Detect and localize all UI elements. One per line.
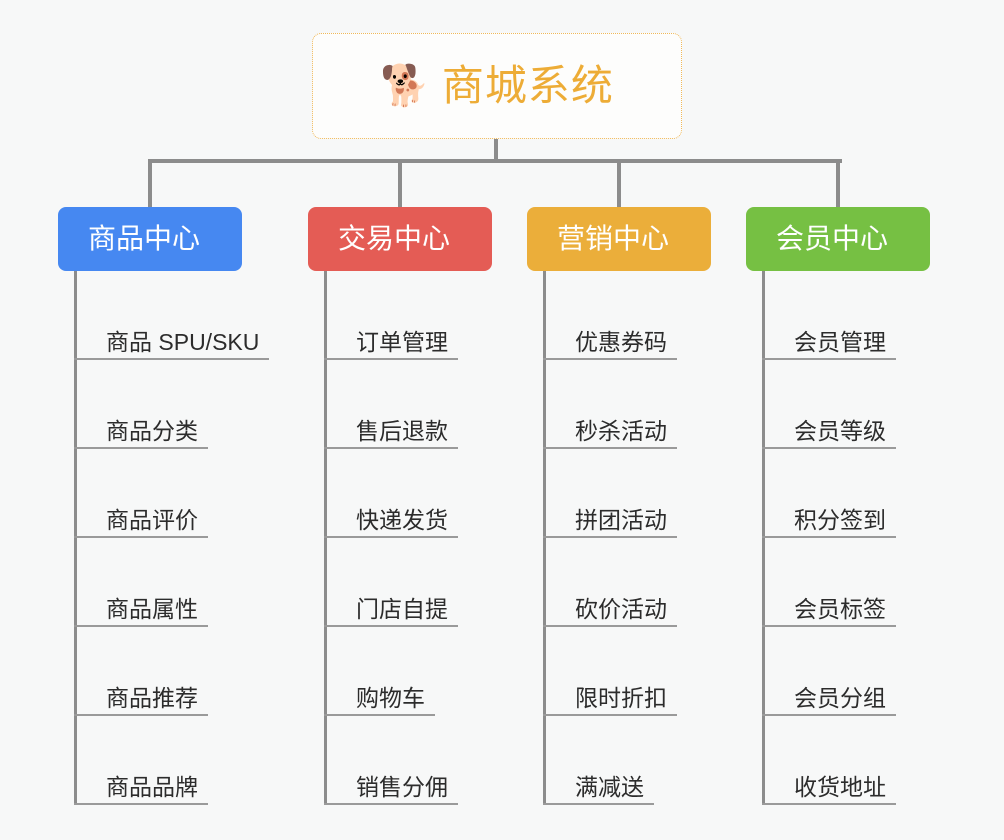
list-item[interactable]: 优惠券码 <box>543 271 677 360</box>
list-item-underline <box>543 714 677 716</box>
branch-items-product: 商品 SPU/SKU 商品分类 商品评价 商品属性 商品推荐 商品品牌 <box>74 271 269 805</box>
list-item-label: 订单管理 <box>356 328 448 355</box>
branch-header-product[interactable]: 商品中心 <box>58 207 242 271</box>
root-node[interactable]: 🐕 商城系统 <box>312 33 682 139</box>
branch-header-member[interactable]: 会员中心 <box>746 207 930 271</box>
list-item[interactable]: 销售分佣 <box>324 716 458 805</box>
list-item-label: 商品分类 <box>106 417 198 444</box>
list-item-underline <box>762 714 896 716</box>
list-item-underline <box>74 625 208 627</box>
list-item-underline <box>74 358 269 360</box>
list-item-underline <box>762 447 896 449</box>
list-item-label: 优惠券码 <box>575 328 667 355</box>
list-item-label: 商品评价 <box>106 506 198 533</box>
branch-header-label: 交易中心 <box>338 223 451 254</box>
list-item-label: 快递发货 <box>356 506 448 533</box>
branch-header-marketing[interactable]: 营销中心 <box>527 207 711 271</box>
list-item-label: 商品推荐 <box>106 684 198 711</box>
list-item[interactable]: 会员标签 <box>762 538 896 627</box>
list-item[interactable]: 收货地址 <box>762 716 896 805</box>
list-item-label: 满减送 <box>575 773 644 800</box>
list-item-underline <box>324 358 458 360</box>
list-item[interactable]: 会员等级 <box>762 360 896 449</box>
list-item-label: 收货地址 <box>794 773 886 800</box>
list-item[interactable]: 满减送 <box>543 716 667 805</box>
list-item[interactable]: 秒杀活动 <box>543 360 677 449</box>
list-item[interactable]: 会员分组 <box>762 627 896 716</box>
list-item-label: 商品 SPU/SKU <box>106 328 260 355</box>
list-item-underline <box>762 803 896 805</box>
connector-root-stub <box>494 139 498 162</box>
connector-drop-branch-3 <box>617 159 621 207</box>
list-item-underline <box>762 536 896 538</box>
branch-trunk <box>543 271 546 805</box>
list-item-label: 商品品牌 <box>106 773 198 800</box>
list-item-underline <box>74 536 208 538</box>
list-item-label: 拼团活动 <box>575 506 667 533</box>
list-item-label: 秒杀活动 <box>575 417 667 444</box>
list-item-underline <box>324 536 458 538</box>
shiba-dog-face-icon: 🐕 <box>380 64 430 108</box>
list-item-label: 销售分佣 <box>356 773 448 800</box>
branch-trunk <box>762 271 765 805</box>
list-item-label: 会员等级 <box>794 417 886 444</box>
list-item-underline <box>543 358 677 360</box>
list-item[interactable]: 商品分类 <box>74 360 259 449</box>
list-item-underline <box>762 625 896 627</box>
branch-header-label: 营销中心 <box>557 223 670 254</box>
list-item-label: 商品属性 <box>106 595 198 622</box>
list-item-underline <box>762 358 896 360</box>
branch-header-label: 商品中心 <box>88 223 201 254</box>
root-node-title: 商城系统 <box>441 62 614 109</box>
list-item-label: 会员管理 <box>794 328 886 355</box>
list-item-label: 积分签到 <box>794 506 886 533</box>
list-item-label: 购物车 <box>356 684 425 711</box>
list-item-label: 会员标签 <box>794 595 886 622</box>
list-item[interactable]: 快递发货 <box>324 449 458 538</box>
list-item-underline <box>324 447 458 449</box>
list-item[interactable]: 限时折扣 <box>543 627 677 716</box>
connector-drop-branch-1 <box>148 159 152 207</box>
list-item[interactable]: 门店自提 <box>324 538 458 627</box>
list-item-underline <box>543 803 654 805</box>
list-item[interactable]: 购物车 <box>324 627 448 716</box>
list-item-underline <box>543 447 677 449</box>
list-item[interactable]: 商品推荐 <box>74 627 259 716</box>
branch-trunk <box>324 271 327 805</box>
list-item-label: 砍价活动 <box>575 595 667 622</box>
list-item-underline <box>543 536 677 538</box>
list-item-label: 门店自提 <box>356 595 448 622</box>
connector-drop-branch-4 <box>836 159 840 207</box>
list-item-underline <box>74 714 208 716</box>
list-item[interactable]: 砍价活动 <box>543 538 677 627</box>
branch-header-label: 会员中心 <box>776 223 889 254</box>
list-item[interactable]: 商品品牌 <box>74 716 259 805</box>
list-item-underline <box>74 447 208 449</box>
list-item[interactable]: 商品 SPU/SKU <box>74 271 269 360</box>
list-item-label: 限时折扣 <box>575 684 667 711</box>
list-item[interactable]: 商品评价 <box>74 449 259 538</box>
list-item[interactable]: 积分签到 <box>762 449 896 538</box>
list-item[interactable]: 会员管理 <box>762 271 896 360</box>
list-item-underline <box>543 625 677 627</box>
list-item[interactable]: 售后退款 <box>324 360 458 449</box>
list-item-underline <box>324 714 435 716</box>
list-item[interactable]: 商品属性 <box>74 538 259 627</box>
list-item-underline <box>74 803 208 805</box>
list-item-label: 售后退款 <box>356 417 448 444</box>
branch-items-marketing: 优惠券码 秒杀活动 拼团活动 砍价活动 限时折扣 满减送 <box>543 271 677 805</box>
list-item[interactable]: 订单管理 <box>324 271 458 360</box>
connector-horizontal-bus <box>148 159 842 163</box>
list-item-underline <box>324 625 458 627</box>
branch-header-trade[interactable]: 交易中心 <box>308 207 492 271</box>
connector-drop-branch-2 <box>398 159 402 207</box>
list-item[interactable]: 拼团活动 <box>543 449 677 538</box>
branch-trunk <box>74 271 77 805</box>
list-item-underline <box>324 803 458 805</box>
list-item-label: 会员分组 <box>794 684 886 711</box>
branch-items-trade: 订单管理 售后退款 快递发货 门店自提 购物车 销售分佣 <box>324 271 458 805</box>
branch-items-member: 会员管理 会员等级 积分签到 会员标签 会员分组 收货地址 <box>762 271 896 805</box>
